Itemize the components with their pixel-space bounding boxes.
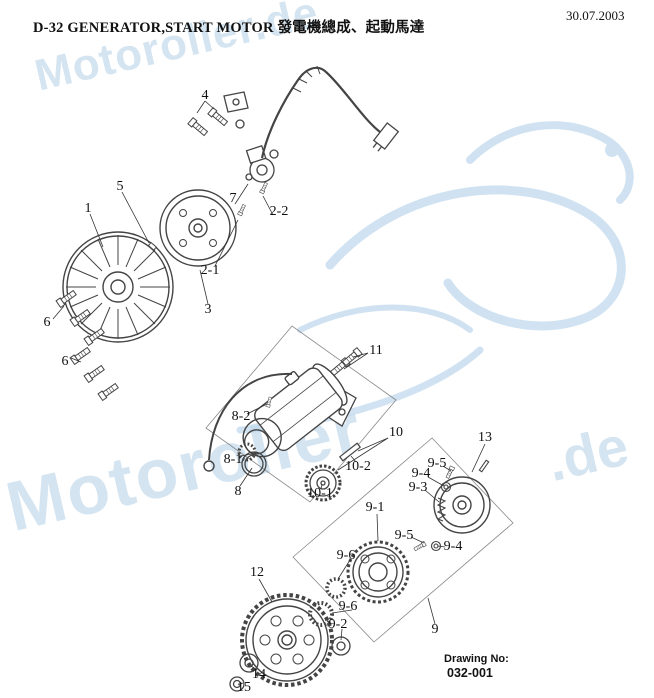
bolt-4-a	[187, 117, 209, 138]
part-label-9-6-a: 9-6	[336, 548, 356, 563]
stator-screw-7	[245, 173, 253, 181]
clutch-sprocket	[346, 540, 410, 604]
rotor	[159, 189, 237, 267]
drawing-no-label: Drawing No:	[444, 653, 509, 665]
part-label-3: 3	[204, 302, 212, 317]
idle-gear	[304, 464, 342, 502]
part-label-9-4-b: 9-4	[443, 539, 463, 554]
part-label-9-3: 9-3	[408, 480, 428, 495]
part-label-9-5-b: 9-5	[394, 528, 414, 543]
drawing-no-value: 032-001	[447, 666, 493, 680]
motor-lead-wire	[203, 372, 293, 472]
part-label-2-1: 2-1	[200, 263, 220, 278]
connector	[372, 122, 400, 152]
part-label-10: 10	[389, 425, 403, 440]
washer-14	[239, 653, 259, 673]
part-label-9-6-b: 9-6	[338, 599, 358, 614]
drive-gear	[240, 593, 334, 687]
bolt-group-6a	[55, 288, 106, 346]
part-label-10-1: 10-1	[307, 486, 333, 501]
motor-oring	[241, 451, 267, 477]
bolt-4-b	[207, 107, 229, 128]
date-stamp: 30.07.2003	[566, 8, 625, 23]
part-label-14: 14	[252, 667, 266, 682]
part-label-9-4-a: 9-4	[411, 466, 431, 481]
roller-bearing-a	[325, 577, 347, 599]
stator-screw-2-1	[237, 203, 247, 217]
part-label-6-b: 6	[61, 354, 69, 369]
part-label-5: 5	[116, 179, 124, 194]
roller-bearing-b	[308, 601, 334, 627]
part-label-12: 12	[250, 565, 264, 580]
part-label-8: 8	[234, 484, 242, 499]
part-label-2-2: 2-2	[269, 204, 289, 219]
part-label-9-5-a: 9-5	[427, 456, 447, 471]
woodruff-key	[147, 241, 158, 251]
part-label-13: 13	[478, 430, 492, 445]
clutch-drum	[433, 459, 491, 534]
part-label-10-2: 10-2	[345, 459, 371, 474]
stator-assembly	[245, 145, 279, 183]
part-label-9: 9	[431, 622, 439, 637]
stator-screw-2-2	[259, 181, 269, 195]
spring-9-3	[436, 497, 447, 522]
starter-motor-box	[205, 325, 397, 503]
part-label-4: 4	[201, 88, 209, 103]
starter-motor	[242, 363, 348, 458]
idle-gear-pin	[338, 442, 362, 462]
clutch-assembly-box	[292, 437, 514, 643]
part-label-8-2: 8-2	[231, 409, 251, 424]
screw-9-5-b	[413, 541, 427, 552]
part-label-15: 15	[237, 680, 251, 695]
wire-harness	[260, 65, 381, 159]
part-label-6-a: 6	[43, 315, 51, 330]
part-label-7: 7	[229, 191, 237, 206]
part-label-11: 11	[369, 343, 383, 358]
part-label-1: 1	[84, 201, 92, 216]
part-label-8-1: 8-1	[223, 452, 243, 467]
drawing-number-block: Drawing No: 032-001	[444, 653, 509, 680]
bolt-group-6b	[69, 345, 120, 401]
flywheel	[62, 231, 174, 343]
leader-lines	[52, 100, 486, 686]
part-label-9-2: 9-2	[328, 617, 348, 632]
pickup-bracket	[223, 91, 249, 129]
page-title: D-32 GENERATOR,START MOTOR 發電機總成、起動馬達	[33, 20, 425, 36]
part-label-9-1: 9-1	[365, 500, 385, 515]
